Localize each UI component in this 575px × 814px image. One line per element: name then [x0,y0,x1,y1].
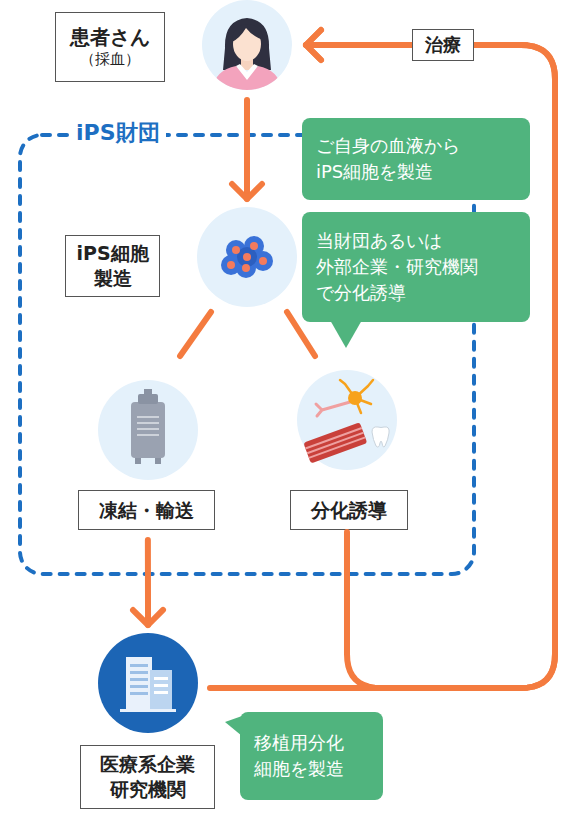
flow-connector [244,100,250,199]
callout-bubble: 当財団あるいは 外部企業・研究機関 で分化誘導 [302,212,530,322]
edge-label: 治療 [412,29,474,61]
label-box: iPS細胞 製造 [65,235,160,297]
process-node: 凍結・輸送 [78,380,215,530]
icon-circle [197,207,297,307]
icon-circle [202,0,292,90]
callout-tail-svg [240,712,383,800]
flow-connector [180,312,211,356]
callout-body: ご自身の血液から iPS細胞を製造 [316,133,516,185]
node-text: 分化誘導 [311,498,387,523]
label-box: 凍結・輸送 [78,490,215,530]
node-text: iPS財団 [70,120,166,146]
node-text: 患者さん [70,24,150,50]
process-node: 分化誘導 [290,370,408,530]
callout-tail [225,716,242,736]
label-box: 患者さん（採血） [55,12,165,82]
callout-body: 当財団あるいは 外部企業・研究機関 で分化誘導 [316,228,516,306]
node-text: （採血） [80,50,140,70]
callout-tail [330,320,362,348]
node-text: 当財団あるいは 外部企業・研究機関 で分化誘導 [316,228,516,306]
node-text: 凍結・輸送 [99,498,194,523]
process-node: 医療系企業 研究機関 [80,633,215,810]
callout-bubble: ご自身の血液から iPS細胞を製造 [302,118,530,200]
node-text: iPS細胞 製造 [66,241,159,290]
process-node: iPS細胞 製造 [197,207,297,307]
dashed-outline [20,135,474,574]
callout-body: 移植用分化 細胞を製造 [254,730,369,782]
icon-circle [297,370,397,470]
callout-bubble: 移植用分化 細胞を製造 [240,712,383,800]
label-box: 医療系企業 研究機関 [80,745,215,809]
node-text: ご自身の血液から iPS細胞を製造 [316,133,516,185]
icon-circle [98,380,198,480]
flow-connector [145,540,151,625]
node-text: 医療系企業 研究機関 [81,752,214,801]
label-box: 分化誘導 [290,490,408,530]
process-node: 患者さん（採血） [202,0,292,90]
flow-connector [210,45,555,688]
icon-circle [98,633,198,733]
node-text: 移植用分化 細胞を製造 [254,730,369,782]
